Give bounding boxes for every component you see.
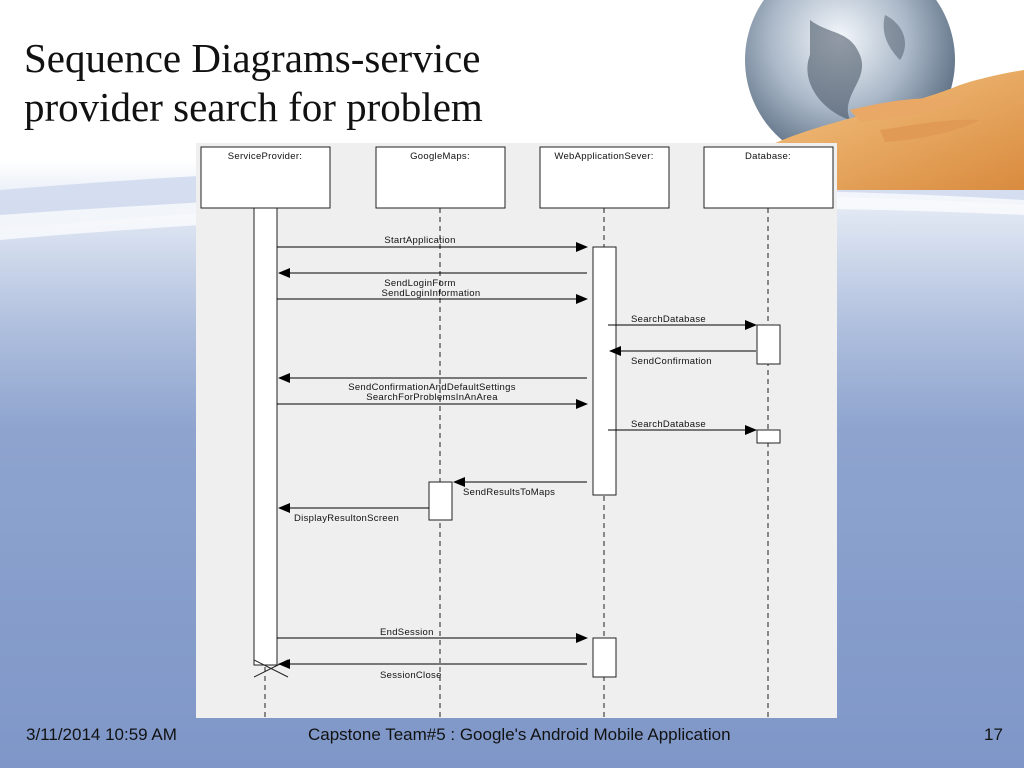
message-label-start-application: StartApplication [384,235,455,246]
message-label-send-confirmation: SendConfirmation [631,356,712,367]
message-label-search-database-1: SearchDatabase [631,314,706,325]
title-line-1: Sequence Diagrams-service [24,35,481,81]
footer-title: Capstone Team#5 : Google's Android Mobil… [308,725,731,744]
message-label-search-for-problems: SearchForProblemsInAnArea [366,392,498,403]
message-label-display-result: DisplayResultonScreen [294,513,399,524]
activation-google-maps [428,481,453,521]
message-label-send-login-form: SendLoginForm [384,278,456,289]
footer-date: 3/11/2014 10:59 AM [26,725,177,744]
activation-database-1 [756,324,781,365]
message-label-end-session: EndSession [380,627,434,638]
activation-web-app-2 [592,637,617,678]
lifeline-label-google-maps: GoogleMaps: [410,151,470,162]
title-line-2: provider search for problem [24,84,483,130]
message-label-send-login-information: SendLoginInformation [382,288,481,299]
message-label-send-results-to-maps: SendResultsToMaps [463,487,555,498]
slide-number: 17 [984,725,1003,744]
lifeline-header-web-application-server: WebApplicationSever: [539,146,670,209]
lifeline-label-web-application-server: WebApplicationSever: [554,151,653,162]
activation-web-app-1 [592,246,617,496]
slide-title: Sequence Diagrams-service provider searc… [24,34,684,132]
message-label-search-database-2: SearchDatabase [631,419,706,430]
lifeline-label-database: Database: [745,151,791,162]
sequence-diagram-canvas: ServiceProvider: GoogleMaps: WebApplicat… [200,146,834,718]
activation-service-provider [253,207,278,666]
sequence-diagram: ServiceProvider: GoogleMaps: WebApplicat… [196,143,837,718]
message-label-send-confirmation-default-settings: SendConfirmationAndDefaultSettings [348,382,516,393]
lifeline-header-service-provider: ServiceProvider: [200,146,331,209]
lifeline-header-database: Database: [703,146,834,209]
lifeline-label-service-provider: ServiceProvider: [228,151,303,162]
activation-database-2 [756,429,781,444]
lifeline-header-google-maps: GoogleMaps: [375,146,506,209]
message-label-session-close: SessionClose [380,670,442,681]
